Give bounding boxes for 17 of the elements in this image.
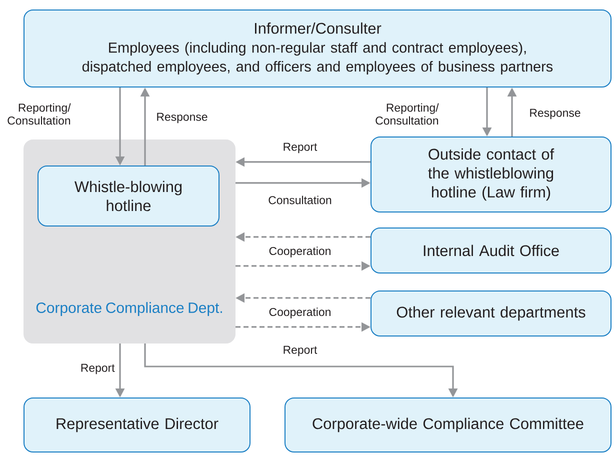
- process-box: Internal Audit Office: [370, 227, 612, 274]
- edge-label: Report: [282, 142, 318, 154]
- process-box: Corporate-wide Compliance Committee: [284, 397, 612, 452]
- process-box: Outside contact of the whistleblowing hotline (Law firm): [370, 136, 612, 212]
- process-box: Other relevant departments: [370, 290, 612, 336]
- process-box: Representative Director: [24, 397, 250, 452]
- edge-label: Response: [155, 112, 209, 124]
- edge-label: Report: [79, 362, 116, 376]
- edge-label: Response: [528, 108, 582, 120]
- edge-label: Report: [282, 344, 318, 358]
- process-box: Whistle-blowing hotline: [38, 165, 220, 226]
- edge-label: Cooperation: [268, 306, 332, 320]
- process-box: Informer/Consulter Employees (including non-regular staff and contract employees), dispatched employees, and officers and employees of business partners: [24, 10, 612, 88]
- edge-label: Cooperation: [268, 246, 332, 258]
- edge-label: Reporting/ Consultation: [366, 102, 440, 126]
- edge-label: Reporting/ Consultation: [0, 102, 72, 126]
- edge-label: Consultation: [267, 194, 333, 206]
